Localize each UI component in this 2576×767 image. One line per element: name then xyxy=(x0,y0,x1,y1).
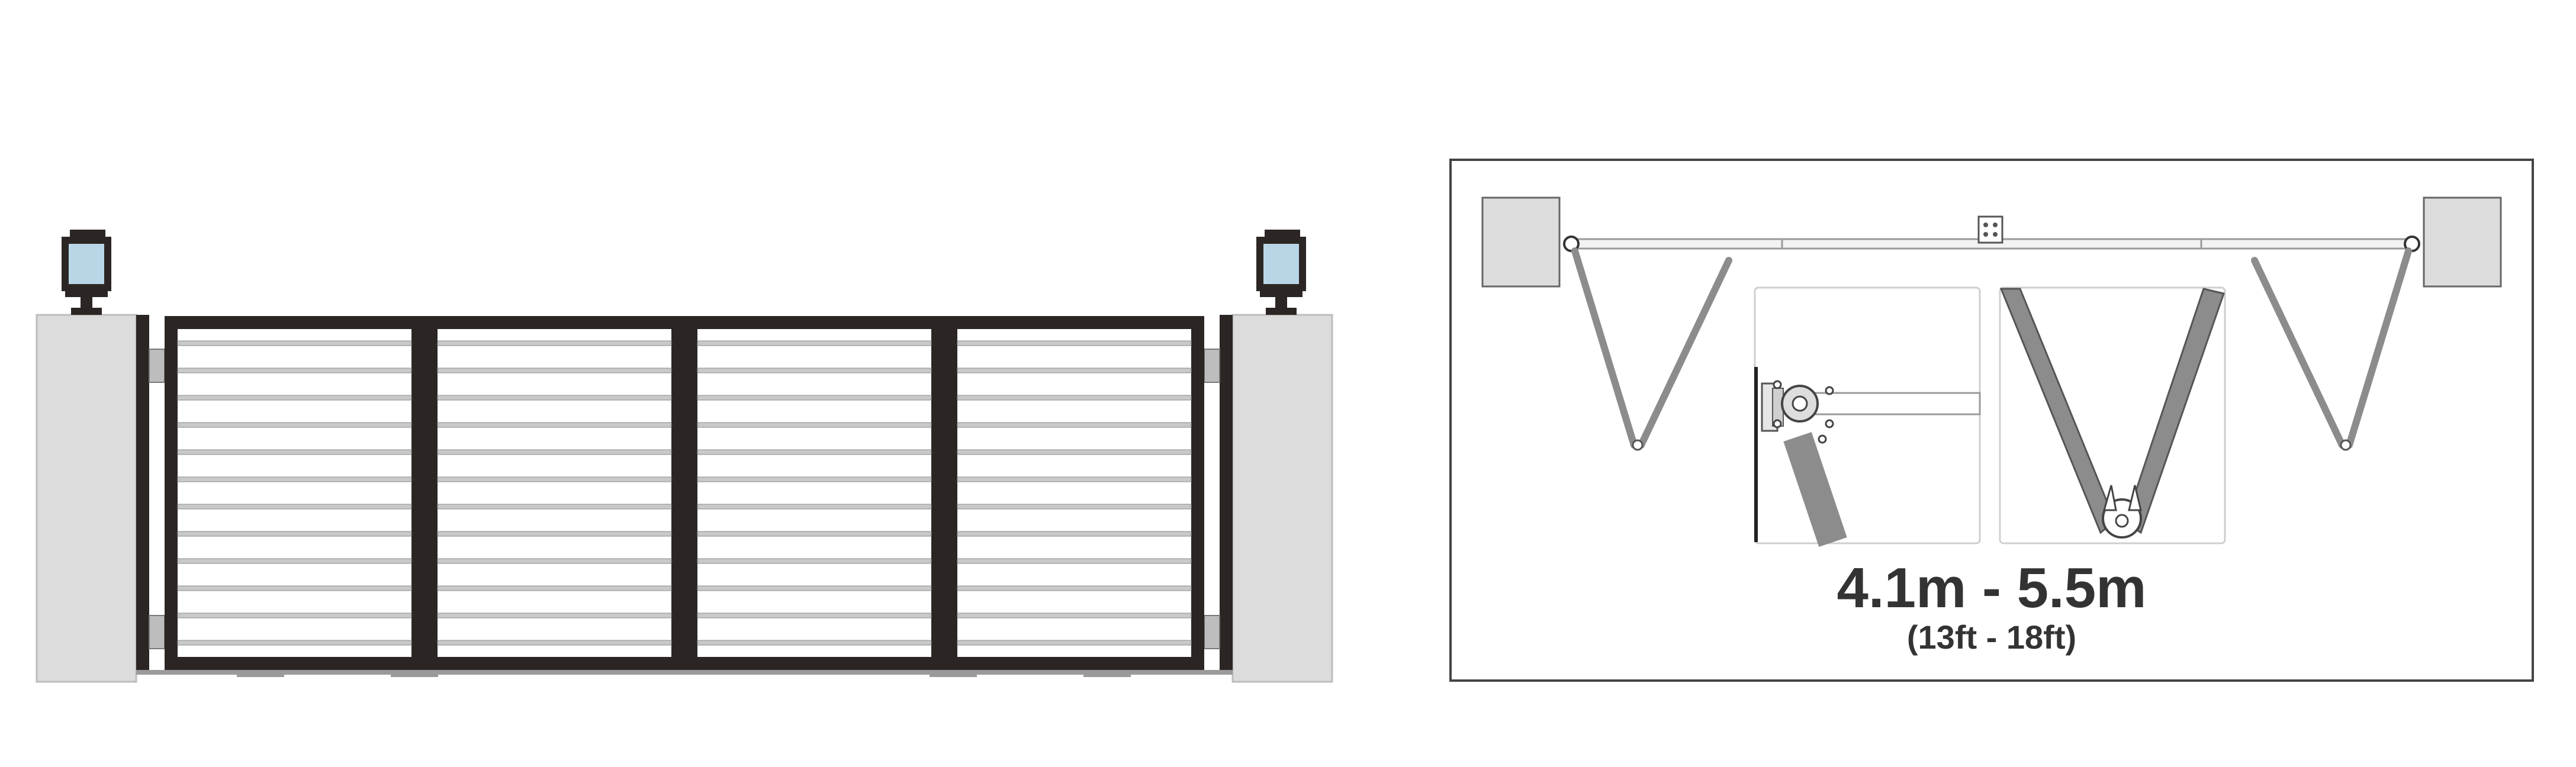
gate-slat xyxy=(697,613,932,618)
gate-panel-opening xyxy=(438,329,671,657)
gate-slat xyxy=(437,585,672,591)
right-pillar xyxy=(1231,314,1333,683)
gate-slat xyxy=(437,340,672,346)
gate-slat xyxy=(177,449,412,455)
gate-slat xyxy=(697,449,932,455)
gate-slat xyxy=(177,585,412,591)
gate-slat xyxy=(697,368,932,373)
plan-right-pillar xyxy=(2423,196,2502,288)
plan-view: 4.1m - 5.5m (13ft - 18ft) xyxy=(1449,159,2534,682)
gate-slat xyxy=(177,395,412,401)
gate-slat xyxy=(437,640,672,646)
gate-panels xyxy=(165,316,1204,670)
gate-slat xyxy=(697,340,932,346)
gate-slat xyxy=(957,368,1192,373)
gate-slat xyxy=(177,340,412,346)
gate-slat xyxy=(177,476,412,482)
gate-slat xyxy=(957,558,1192,564)
gate-elevation xyxy=(36,230,1333,683)
gate-slat xyxy=(697,476,932,482)
gate-slat xyxy=(697,504,932,510)
gate-slat xyxy=(957,585,1192,591)
gate-slat xyxy=(437,395,672,401)
left-pillar xyxy=(36,314,137,683)
gate-panel-opening xyxy=(178,329,411,657)
gate-slat xyxy=(177,613,412,618)
gate-slat xyxy=(177,368,412,373)
lock-icon xyxy=(1977,215,2003,244)
gate-slat xyxy=(697,422,932,428)
gate-slat xyxy=(697,558,932,564)
gate-slat xyxy=(177,504,412,510)
gate-slat xyxy=(437,504,672,510)
dimension-label: 4.1m - 5.5m xyxy=(1837,556,2147,620)
left-gate-post xyxy=(136,315,149,670)
gate-panel-opening xyxy=(697,329,931,657)
dimension-label-imperial: (13ft - 18ft) xyxy=(1907,618,2076,656)
gate-slat xyxy=(437,613,672,618)
left-arm-assembly xyxy=(1571,247,1732,451)
gate-slat xyxy=(957,449,1192,455)
gate-slat xyxy=(437,368,672,373)
gate-slat xyxy=(957,476,1192,482)
right-lamp-icon xyxy=(1256,230,1306,315)
gate-panel-opening xyxy=(957,329,1191,657)
gate-slat xyxy=(957,613,1192,618)
right-gate-post xyxy=(1220,315,1233,670)
gate-slat xyxy=(957,340,1192,346)
gate-slat xyxy=(177,531,412,537)
detail-box-pivot xyxy=(1754,286,1981,547)
gate-slat xyxy=(697,585,932,591)
gate-slat xyxy=(957,531,1192,537)
gate-slat xyxy=(177,558,412,564)
gate-slat xyxy=(437,476,672,482)
gate-slat xyxy=(697,531,932,537)
gate-slat xyxy=(697,640,932,646)
right-arm-assembly xyxy=(2251,247,2412,451)
gate-slat xyxy=(437,449,672,455)
plan-left-pillar xyxy=(1481,196,1561,288)
gate-slat xyxy=(437,422,672,428)
gate-slat xyxy=(177,640,412,646)
gate-slat xyxy=(697,395,932,401)
gate-slat xyxy=(957,640,1192,646)
gate-slat xyxy=(177,422,412,428)
gate-slat xyxy=(437,531,672,537)
detail-box-arm-joint xyxy=(1999,286,2226,544)
gate-slat xyxy=(957,422,1192,428)
left-lamp-icon xyxy=(62,230,111,315)
gate-slat xyxy=(437,558,672,564)
gate-slat xyxy=(957,504,1192,510)
gate-slat xyxy=(957,395,1192,401)
